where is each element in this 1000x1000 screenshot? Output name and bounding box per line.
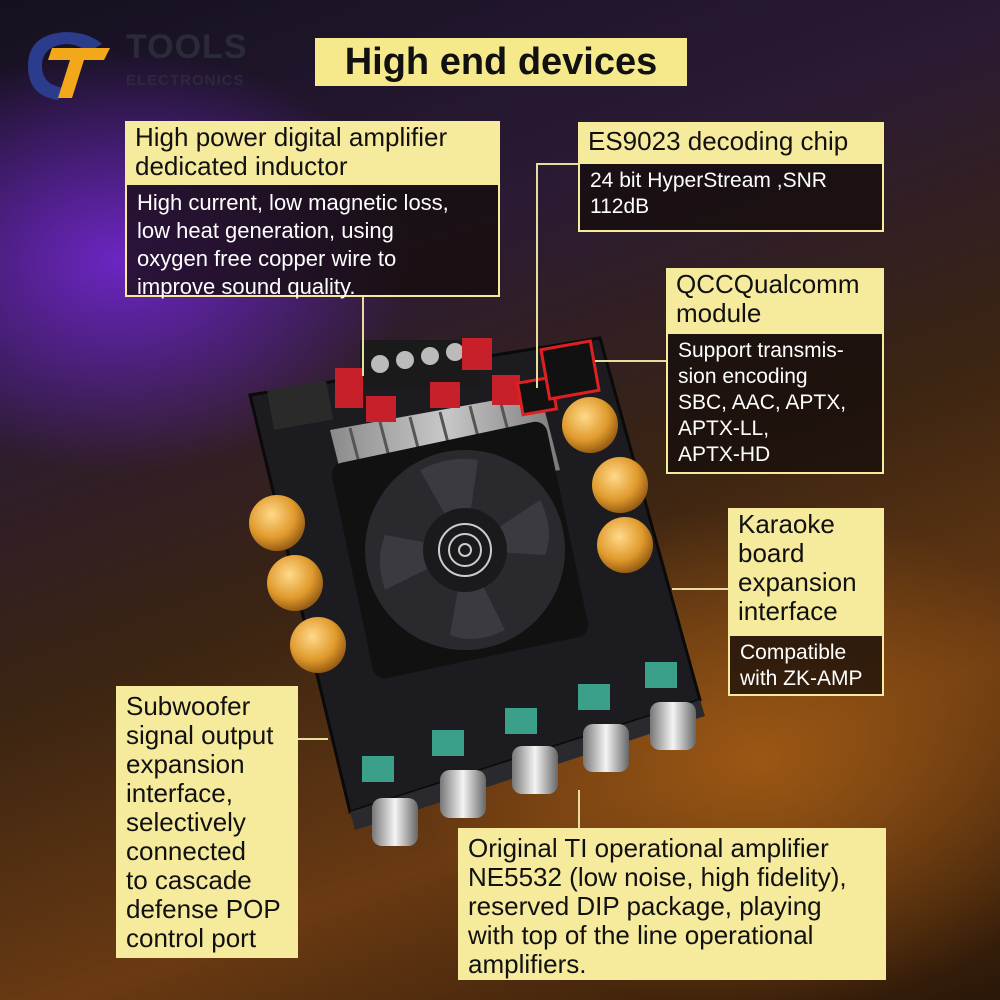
- callout-line: module: [676, 298, 762, 328]
- subwoofer-callout: Subwoofer signal output expansion interf…: [116, 686, 298, 958]
- callout-line: SBC, AAC, APTX,: [678, 391, 847, 414]
- callout-line: defense POP: [126, 894, 281, 924]
- callout-line: amplifiers.: [468, 949, 587, 979]
- brand-line1: TOOLS: [126, 28, 248, 66]
- karaoke-callout-body: Compatible with ZK-AMP: [728, 634, 884, 696]
- callout-line: interface: [738, 596, 838, 626]
- callout-line: High power digital amplifier: [135, 122, 448, 152]
- callout-line: board: [738, 538, 805, 568]
- callout-line: sion encoding: [678, 365, 808, 388]
- page-title: High end devices: [315, 38, 687, 86]
- chip-callout-heading: ES9023 decoding chip: [578, 122, 884, 162]
- brand-line2: ELECTRONICS: [126, 72, 245, 89]
- inductor-callout-heading: High power digital amplifier dedicated i…: [125, 121, 500, 183]
- callout-line: control port: [126, 923, 257, 953]
- callout-line: expansion: [126, 749, 245, 779]
- callout-line: dedicated inductor: [135, 151, 348, 181]
- leader-line: [536, 163, 578, 165]
- callout-line: Subwoofer: [126, 691, 251, 721]
- callout-line: APTX-HD: [678, 443, 771, 466]
- logo-mark-icon: [28, 32, 110, 100]
- leader-line: [298, 738, 328, 740]
- callout-line: APTX-LL,: [678, 417, 770, 440]
- leader-line: [595, 360, 667, 362]
- callout-line: to cascade: [126, 865, 252, 895]
- callout-line: High current, low magnetic loss,: [137, 190, 449, 215]
- callout-line: connected: [126, 836, 246, 866]
- callout-line: reserved DIP package, playing: [468, 891, 822, 921]
- karaoke-callout-heading: Karaoke board expansion interface: [728, 508, 884, 634]
- callout-line: Karaoke: [738, 509, 835, 539]
- callout-line: QCCQualcomm: [676, 269, 860, 299]
- callout-line: with top of the line operational: [468, 920, 814, 950]
- callout-line: with ZK-AMP: [740, 667, 863, 690]
- leader-line: [362, 296, 364, 376]
- brand-logo: TOOLS ELECTRONICS: [18, 26, 258, 106]
- callout-line: Compatible: [740, 641, 847, 664]
- chip-callout-body: 24 bit HyperStream ,SNR 112dB: [578, 162, 884, 232]
- leader-line: [578, 790, 580, 828]
- callout-line: oxygen free copper wire to: [137, 246, 397, 271]
- callout-line: interface,: [126, 778, 233, 808]
- callout-line: 112dB: [590, 195, 650, 218]
- callout-line: Original TI operational amplifier: [468, 833, 829, 863]
- leader-line: [536, 163, 538, 388]
- callout-line: low heat generation, using: [137, 218, 394, 243]
- callout-line: expansion: [738, 567, 857, 597]
- callout-line: improve sound quality.: [137, 274, 356, 299]
- callout-line: Support transmis-: [678, 339, 844, 362]
- opamp-callout: Original TI operational amplifier NE5532…: [458, 828, 886, 980]
- inductor-callout-body: High current, low magnetic loss, low hea…: [125, 183, 500, 299]
- callout-line: signal output: [126, 720, 274, 750]
- leader-line: [672, 588, 728, 590]
- callout-line: NE5532 (low noise, high fidelity),: [468, 862, 847, 892]
- qcc-callout-heading: QCCQualcomm module: [666, 268, 884, 332]
- callout-line: selectively: [126, 807, 246, 837]
- callout-line: 24 bit HyperStream ,SNR: [590, 169, 827, 192]
- qcc-callout-body: Support transmis- sion encoding SBC, AAC…: [666, 332, 884, 474]
